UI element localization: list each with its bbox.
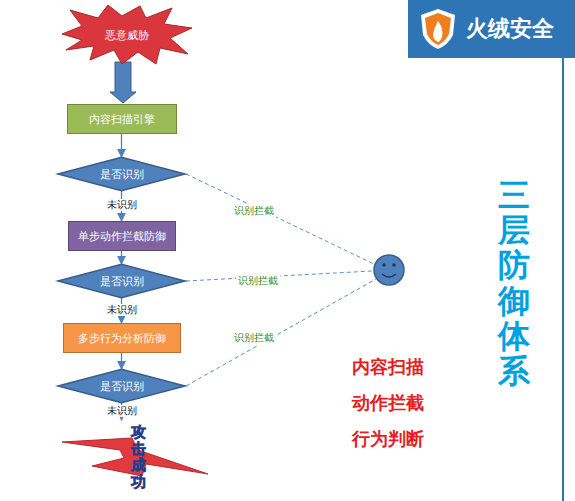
brand-band: 火绒安全 [408, 0, 575, 58]
dashed-line [186, 279, 376, 386]
block-arrow [110, 62, 136, 103]
diamond-fill [58, 157, 185, 190]
process-box: 内容扫描引擎 [67, 104, 177, 134]
flow-connector [121, 353, 122, 369]
node-text: 单步动作拦截防御 [78, 229, 166, 244]
starburst-fill [62, 5, 192, 64]
node-text: 是否识别 [100, 167, 144, 182]
node-text: 恶意威胁 [105, 28, 149, 43]
edge-label: 未识别 [105, 199, 139, 211]
interception-label: 识别拦截 [232, 204, 276, 218]
layer-note: 内容扫描 [352, 355, 424, 379]
diamond-fill [58, 264, 185, 297]
diamond-fill [58, 369, 185, 402]
flow-connector [121, 251, 122, 264]
node-text: 内容扫描引擎 [89, 112, 155, 127]
decision-diamond: 是否识别 [58, 369, 185, 403]
layer-note: 动作拦截 [352, 391, 424, 415]
decision-diamond: 是否识别 [58, 157, 185, 191]
smiley-face [374, 255, 404, 285]
node-text: 火绒安全 [466, 14, 554, 44]
process-box: 多步行为分析防御 [63, 323, 181, 353]
edge-label: 未识别 [105, 304, 139, 316]
vertical-title: 三层防御体系 [498, 178, 530, 389]
shield-icon [418, 7, 458, 51]
layer-note: 行为判断 [352, 427, 424, 451]
node-text: 多步行为分析防御 [78, 331, 166, 346]
flow-connector [121, 134, 122, 157]
dashed-line [186, 174, 374, 264]
border-line [562, 58, 564, 501]
decision-diamond: 是否识别 [58, 264, 185, 298]
process-box: 单步动作拦截防御 [68, 221, 176, 251]
node-text: 攻击成功 [131, 424, 146, 490]
threat-starburst: 恶意威胁 [60, 4, 194, 66]
attack-success-bolt: 攻击成功 [62, 420, 208, 498]
node-text: 是否识别 [100, 379, 144, 394]
interception-label: 识别拦截 [236, 274, 280, 288]
interception-label: 识别拦截 [232, 331, 276, 345]
node-text: 是否识别 [100, 274, 144, 289]
edge-label: 未识别 [105, 405, 139, 417]
